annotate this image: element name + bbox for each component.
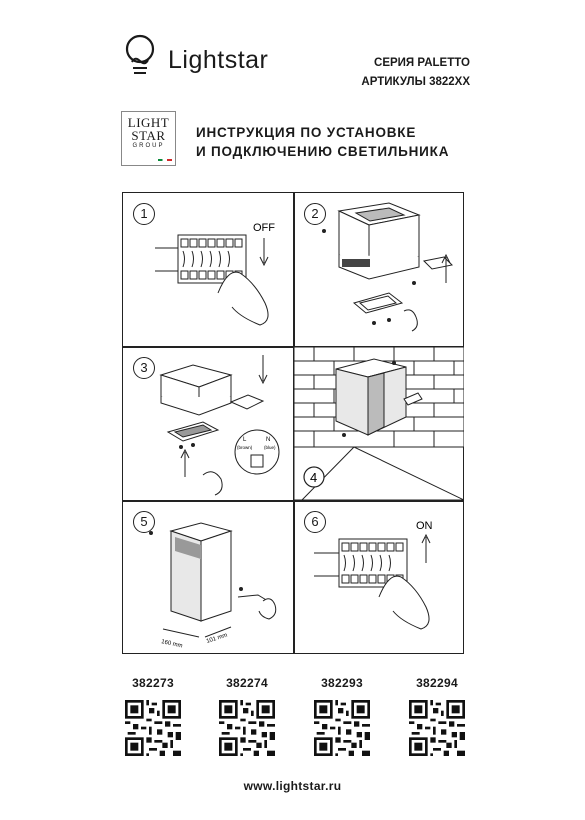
- step-number: 4: [310, 470, 317, 485]
- lightstar-group-logo: LIGHT STAR GROUP: [121, 111, 176, 166]
- series-name: СЕРИЯ PALETTO: [374, 57, 470, 69]
- step-2-panel: 2: [294, 193, 464, 346]
- step-number: 2: [304, 203, 326, 225]
- step-6-panel: 6 ON: [294, 501, 464, 654]
- wire-n-label: N: [266, 437, 270, 443]
- page-title: ИНСТРУКЦИЯ ПО УСТАНОВКЕ И ПОДКЛЮЧЕНИЮ СВ…: [196, 123, 449, 161]
- qr-code-icon: [314, 700, 370, 756]
- wiring-illustration: L N (brown) (blue): [159, 355, 280, 496]
- group-logo-line1: LIGHT: [127, 115, 170, 130]
- on-label: ON: [416, 520, 433, 532]
- dimension-length: 160 mm: [161, 639, 183, 649]
- wire-brown-label: (brown): [237, 445, 253, 450]
- step-number: 5: [133, 511, 155, 533]
- step-1-panel: 1 OFF: [123, 193, 293, 346]
- step-5-panel: 5 160 mm 101 mm: [123, 501, 293, 654]
- brand-name: Lightstar: [168, 46, 269, 74]
- title-line-1: ИНСТРУКЦИЯ ПО УСТАНОВКЕ: [196, 125, 417, 140]
- breaker-on-illustration: ON: [314, 520, 433, 630]
- wire-blue-label: (blue): [264, 445, 276, 450]
- lightbulb-logo-icon: [125, 34, 155, 74]
- step-4-panel: 4: [293, 346, 465, 501]
- breaker-off-illustration: OFF: [155, 222, 275, 326]
- article-code: 382273: [132, 676, 174, 690]
- article-codes: 382273 382274 382293 382294: [0, 676, 585, 766]
- wire-l-label: L: [243, 437, 247, 443]
- article-code: 382274: [226, 676, 268, 690]
- italian-flag-icon: [158, 159, 172, 161]
- step-number: 3: [133, 357, 155, 379]
- group-logo-line3: GROUP: [132, 143, 165, 149]
- install-cover-illustration: 160 mm 101 mm: [149, 522, 277, 649]
- article-code-item: 382293: [307, 676, 377, 761]
- wall-mount-illustration: 4: [293, 346, 465, 501]
- group-logo-line2: STAR: [131, 128, 166, 143]
- article-code: 382293: [321, 676, 363, 690]
- article-range: АРТИКУЛЫ 3822XX: [361, 76, 470, 88]
- instruction-grid: 1 OFF 2: [122, 192, 465, 654]
- step-3-panel: 3 L N (brown) (blue): [123, 347, 293, 500]
- qr-code-icon: [219, 700, 275, 756]
- qr-code-icon: [125, 700, 181, 756]
- website-link[interactable]: www.lightstar.ru: [243, 779, 342, 793]
- remove-cover-illustration: [322, 202, 454, 332]
- series-info: СЕРИЯ PALETTO АРТИКУЛЫ 3822XX: [361, 54, 470, 92]
- article-code-item: 382274: [212, 676, 282, 761]
- article-code-item: 382294: [402, 676, 472, 761]
- step-number: 1: [133, 203, 155, 225]
- qr-code-icon: [409, 700, 465, 756]
- dimension-width: 101 mm: [206, 632, 228, 644]
- step-number: 6: [304, 511, 326, 533]
- article-code: 382294: [416, 676, 458, 690]
- title-line-2: И ПОДКЛЮЧЕНИЮ СВЕТИЛЬНИКА: [196, 144, 450, 159]
- off-label: OFF: [253, 222, 275, 234]
- step-number-badge: 4: [303, 466, 325, 488]
- article-code-item: 382273: [118, 676, 188, 761]
